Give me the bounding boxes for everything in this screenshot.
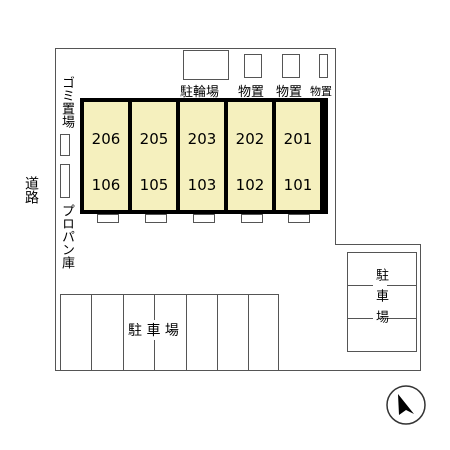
parking-divider — [248, 294, 249, 370]
entrance-step-4 — [241, 214, 263, 223]
entrance-step-3 — [193, 214, 215, 223]
unit-number-lower: 105 — [139, 176, 169, 194]
parking-divider — [278, 294, 279, 370]
site-boundary-right-upper — [335, 48, 336, 244]
unit-201-101: 201 101 — [276, 102, 320, 210]
unit-number-upper: 203 — [187, 130, 217, 148]
storage-label-2: 物置 — [276, 85, 303, 100]
bike-parking-box — [183, 50, 229, 80]
entrance-step-5 — [288, 214, 310, 223]
parking-divider — [186, 294, 187, 370]
parking-divider — [91, 294, 92, 370]
unit-number-upper: 206 — [91, 130, 121, 148]
unit-206-106: 206 106 — [84, 102, 128, 210]
parking-top-line — [60, 294, 278, 295]
site-boundary-right-lower — [420, 244, 421, 370]
unit-number-upper: 205 — [139, 130, 169, 148]
unit-number-lower: 102 — [235, 176, 265, 194]
garbage-area-box — [60, 134, 70, 156]
propane-storage-label: プロパン庫 — [59, 204, 74, 269]
unit-203-103: 203 103 — [180, 102, 224, 210]
unit-number-lower: 103 — [187, 176, 217, 194]
right-parking-label: 駐車場 — [373, 268, 388, 331]
unit-number-lower: 106 — [91, 176, 121, 194]
unit-number-upper: 202 — [235, 130, 265, 148]
storage-shed-1 — [244, 54, 262, 78]
site-boundary-bottom — [55, 370, 421, 371]
road-label: 道路 — [23, 176, 39, 204]
bike-parking-label: 駐輪場 — [180, 85, 220, 100]
unit-205-105: 205 105 — [132, 102, 176, 210]
entrance-step-2 — [145, 214, 167, 223]
site-boundary-left — [55, 48, 56, 370]
unit-202-102: 202 102 — [228, 102, 272, 210]
north-arrow-icon — [386, 385, 426, 425]
storage-shed-3 — [319, 54, 328, 78]
entrance-step-1 — [97, 214, 119, 223]
unit-number-upper: 201 — [283, 130, 313, 148]
garbage-area-label: ゴミ置場 — [59, 76, 74, 128]
parking-divider — [123, 294, 124, 370]
parking-lot-label: 駐 車 場 — [128, 320, 179, 340]
apartment-building: 206 106 205 105 203 103 202 102 201 101 — [80, 98, 328, 214]
parking-divider — [217, 294, 218, 370]
site-boundary-top — [55, 48, 335, 49]
storage-shed-2 — [282, 54, 300, 78]
propane-storage-box — [60, 164, 70, 198]
site-boundary-step — [335, 244, 420, 245]
parking-divider — [60, 294, 61, 370]
unit-number-lower: 101 — [283, 176, 313, 194]
storage-label-1: 物置 — [238, 85, 265, 100]
storage-label-3: 物置 — [310, 85, 332, 98]
